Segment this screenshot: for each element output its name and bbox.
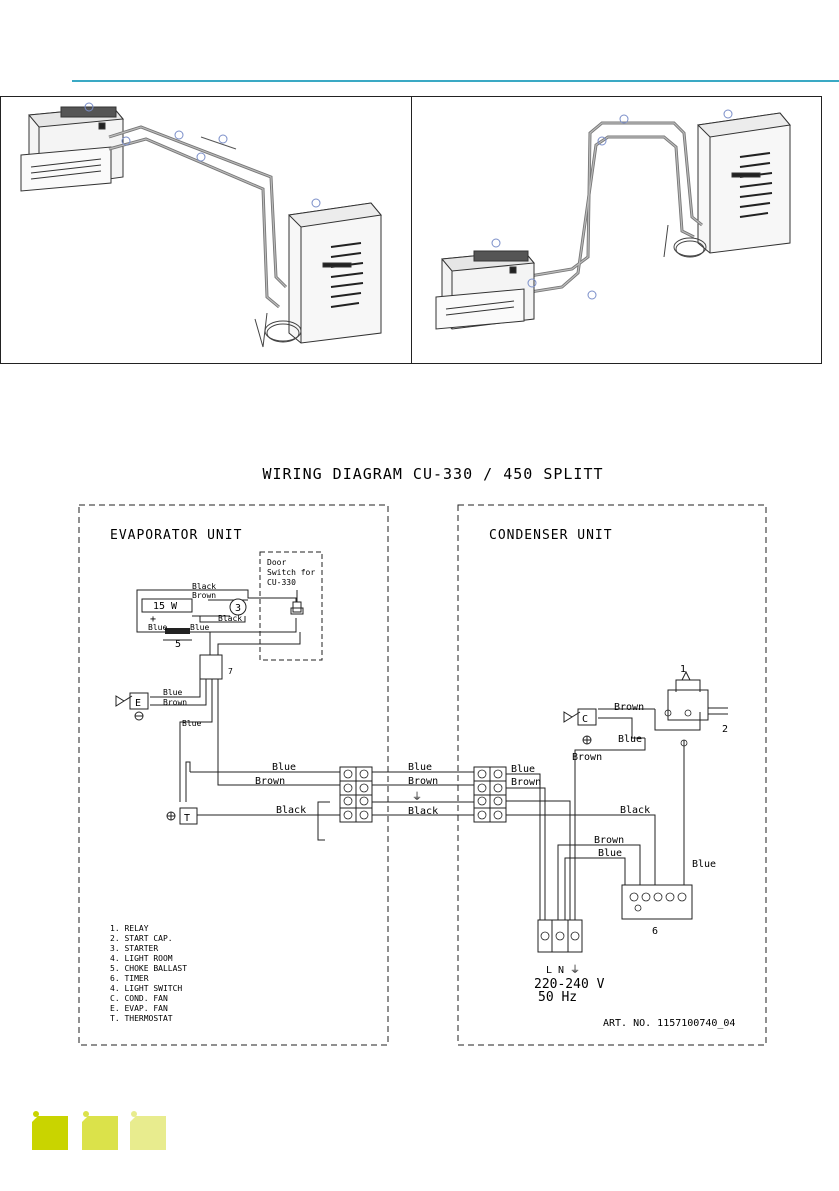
wiring-diagram: WIRING DIAGRAM CU-330 / 450 SPLITT EVAPO… xyxy=(78,465,767,1046)
illustration-left xyxy=(1,97,411,363)
wire-label-blue-left: Blue xyxy=(148,623,167,632)
evaporator-wires xyxy=(136,589,507,841)
lamp-15w: 1 15 W xyxy=(141,598,193,613)
svg-text:T: T xyxy=(184,813,190,824)
component-legend: 1. RELAY 2. START CAP. 3. STARTER 4. LIG… xyxy=(110,924,187,1023)
wire-label-brown-top: Brown xyxy=(192,591,216,600)
plus-sign: + xyxy=(150,614,156,625)
supply-frequency: 50 Hz xyxy=(538,990,577,1005)
condenser-unit-box xyxy=(457,504,767,1046)
cond-wire-brown-mid: Brown xyxy=(572,752,602,763)
relay-1-label: 1 xyxy=(680,664,686,675)
door-switch-label-2: Switch for xyxy=(267,568,315,577)
condenser-unit-drawing xyxy=(287,202,382,344)
svg-text:C. COND. FAN: C. COND. FAN xyxy=(110,994,168,1003)
wire-label-fan-blue: Blue xyxy=(163,688,182,697)
svg-text:2. START CAP.: 2. START CAP. xyxy=(110,934,173,943)
door-switch-box xyxy=(259,551,323,661)
wire-label-black-mid: Black xyxy=(218,614,242,623)
cond-fan-symbol: C xyxy=(563,708,597,745)
wire-label-black-top: Black xyxy=(192,582,216,591)
supply-L: L xyxy=(546,965,552,976)
diagram-title: WIRING DIAGRAM CU-330 / 450 SPLITT xyxy=(262,465,603,483)
header-rule xyxy=(72,80,839,82)
door-switch-label-1: Door xyxy=(267,558,286,567)
cond-wire-blue-fan: Blue xyxy=(618,734,642,745)
thermostat-symbol: T xyxy=(166,807,198,825)
cable-label-earth: ⏚ xyxy=(412,791,422,803)
evaporator-unit-box xyxy=(78,504,389,1046)
installation-illustration xyxy=(0,96,822,364)
cable-label-black: Black xyxy=(408,806,438,817)
svg-text:6. TIMER: 6. TIMER xyxy=(110,974,149,983)
cond-wire-brown-top: Brown xyxy=(614,702,644,713)
logo-square-3 xyxy=(130,1116,166,1150)
illustration-divider xyxy=(411,97,412,363)
terminal-screws xyxy=(343,769,503,820)
svg-text:5. CHOKE BALLAST: 5. CHOKE BALLAST xyxy=(110,964,187,973)
logo-square-1 xyxy=(32,1116,68,1150)
logo-square-2 xyxy=(82,1116,118,1150)
wire-label-therm-blue: Blue xyxy=(182,719,201,728)
svg-text:T. THERMOSTAT: T. THERMOSTAT xyxy=(110,1014,173,1023)
door-switch-symbol xyxy=(290,590,304,615)
wire-label-evap-blue: Blue xyxy=(272,762,296,773)
svg-text:E. EVAP. FAN: E. EVAP. FAN xyxy=(110,1004,168,1013)
condenser-unit-drawing-right xyxy=(696,112,791,254)
wire-label-evap-black: Black xyxy=(276,805,306,816)
cond-wire-black: Black xyxy=(620,805,650,816)
svg-text:4. LIGHT ROOM: 4. LIGHT ROOM xyxy=(110,954,173,963)
wire-label-evap-brown: Brown xyxy=(255,776,285,787)
article-number: ART. NO. 1157100740_04 xyxy=(603,1018,735,1029)
wire-label-fan-brown: Brown xyxy=(163,698,187,707)
svg-text:3: 3 xyxy=(235,603,241,614)
door-switch-label-3: CU-330 xyxy=(267,578,296,587)
power-cable-drawing xyxy=(254,312,302,348)
supply-N: N xyxy=(558,965,564,976)
condenser-title: CONDENSER UNIT xyxy=(489,528,613,543)
refrigerant-pipes xyxy=(108,125,288,309)
svg-text:3. STARTER: 3. STARTER xyxy=(110,944,158,953)
evap-fan-symbol: E xyxy=(115,692,149,721)
callout-markers xyxy=(84,102,321,208)
starter-3: 3 xyxy=(229,598,247,616)
cond-wire-brown-low: Brown xyxy=(594,835,624,846)
cond-wire-blue-low: Blue xyxy=(598,848,622,859)
choke-ballast-5: 5 xyxy=(163,628,192,650)
cond-wire-brown-term: Brown xyxy=(511,777,541,788)
relay-7-label: 7 xyxy=(228,667,233,676)
brand-logo xyxy=(32,1111,166,1150)
start-cap-2-label: 2 xyxy=(722,724,728,735)
supply-voltage: 220-240 V xyxy=(534,977,605,992)
evaporator-title: EVAPORATOR UNIT xyxy=(110,528,242,543)
cable-label-brown: Brown xyxy=(408,776,438,787)
svg-text:5: 5 xyxy=(175,639,181,650)
cable-label-blue: Blue xyxy=(408,762,432,773)
illustration-left-svg xyxy=(20,102,382,348)
svg-text:E: E xyxy=(135,698,141,709)
svg-text:4. LIGHT SWITCH: 4. LIGHT SWITCH xyxy=(110,984,182,993)
supply-earth: ⏚ xyxy=(570,964,580,976)
cond-wire-blue-term: Blue xyxy=(511,764,535,775)
svg-text:C: C xyxy=(582,714,588,725)
evaporator-unit-drawing xyxy=(20,106,124,192)
wire-label-blue-right: Blue xyxy=(190,623,209,632)
condenser-wires xyxy=(506,670,728,953)
lamp-label: 15 W xyxy=(153,601,178,612)
svg-text:1. RELAY: 1. RELAY xyxy=(110,924,149,933)
illustration-right xyxy=(412,97,822,363)
timer-6-label: 6 xyxy=(652,926,658,937)
cond-wire-blue-right: Blue xyxy=(692,859,716,870)
illustration-right-svg xyxy=(435,109,791,330)
